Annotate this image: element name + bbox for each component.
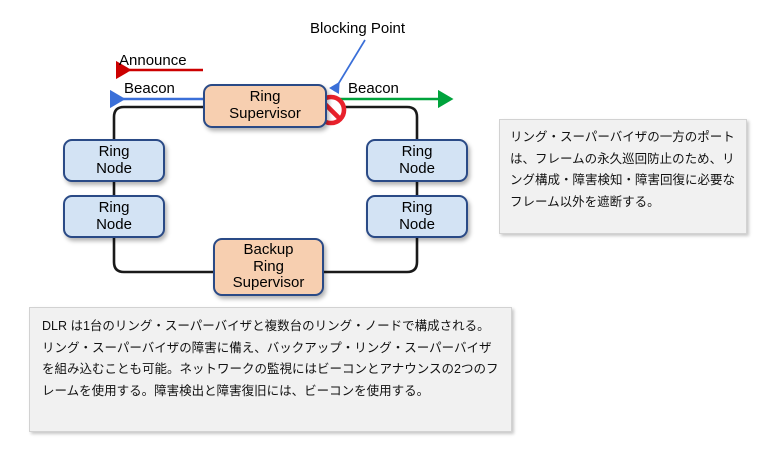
ring-node-right-bottom[interactable]: Ring Node <box>366 195 468 238</box>
ring-node-left-top[interactable]: Ring Node <box>63 139 165 182</box>
beacon-right-label: Beacon <box>348 80 399 97</box>
ring-node-line2: Node <box>96 215 132 233</box>
blocking-point-label: Blocking Point <box>310 20 406 37</box>
backup-supervisor-line3: Supervisor <box>232 274 305 292</box>
ring-supervisor-node[interactable]: Ring Supervisor <box>203 84 327 128</box>
ring-node-line1: Ring <box>401 198 433 216</box>
blocking-point-pointer <box>329 39 366 95</box>
ring-node-right-top[interactable]: Ring Node <box>366 139 468 182</box>
beacon-left-label: Beacon <box>124 80 175 97</box>
ring-node-left-bottom[interactable]: Ring Node <box>63 195 165 238</box>
announce-label: Announce <box>119 52 187 69</box>
ring-supervisor-line2: Supervisor <box>229 105 301 122</box>
backup-supervisor-line2: Ring <box>253 257 284 275</box>
backup-ring-supervisor-node[interactable]: Backup Ring Supervisor <box>213 238 324 296</box>
annotation-note-right: リング・スーパーバイザの一方のポートは、フレームの永久巡回防止のため、リング構成… <box>499 119 747 234</box>
ring-node-line1: Ring <box>98 142 130 160</box>
ring-node-line2: Node <box>399 215 435 233</box>
ring-node-line1: Ring <box>98 198 130 216</box>
backup-supervisor-line1: Backup <box>243 240 294 258</box>
ring-loop-path <box>112 105 419 274</box>
annotation-note-bottom: DLR は1台のリング・スーパーバイザと複数台のリング・ノードで構成される。リン… <box>29 307 512 432</box>
ring-supervisor-line1: Ring <box>249 88 281 106</box>
ring-node-line1: Ring <box>401 142 433 160</box>
ring-node-line2: Node <box>399 159 435 177</box>
ring-node-line2: Node <box>96 159 132 177</box>
annotation-note-bottom-text: DLR は1台のリング・スーパーバイザと複数台のリング・ノードで構成される。リン… <box>42 319 499 398</box>
annotation-note-right-text: リング・スーパーバイザの一方のポートは、フレームの永久巡回防止のため、リング構成… <box>510 130 736 209</box>
